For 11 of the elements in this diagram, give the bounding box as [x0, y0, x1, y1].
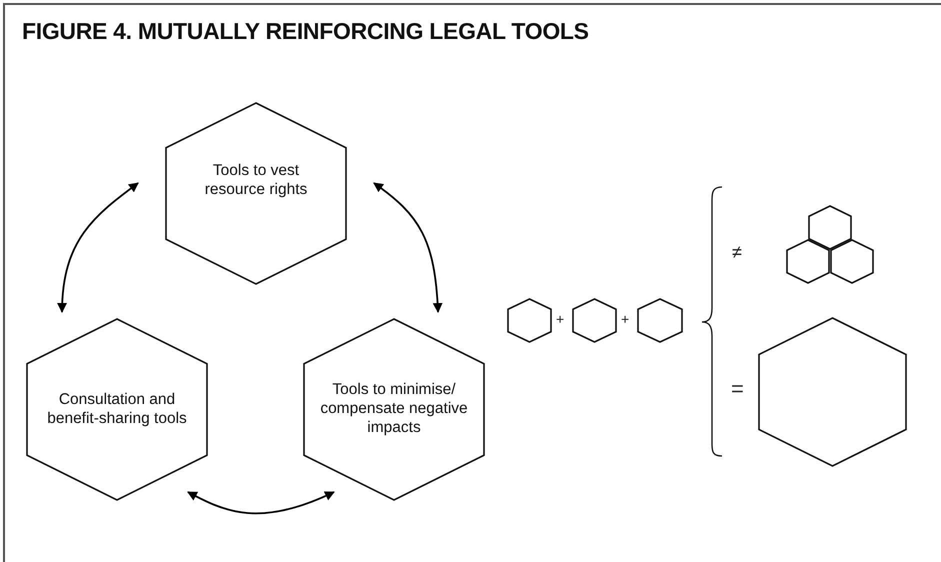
equals-sign: = [731, 378, 744, 400]
node-label: Consultation and benefit-sharing tools [46, 390, 188, 428]
node-label: Tools to vest resource rights [204, 162, 308, 200]
plus-sign: + [621, 312, 630, 326]
double-headed-arrow [57, 182, 139, 313]
double-headed-arrow [187, 491, 335, 514]
figure-title: FIGURE 4. MUTUALLY REINFORCING LEGAL TOOLS [22, 18, 589, 45]
double-headed-arrow [373, 182, 442, 313]
not-equal-sign: ≠ [732, 243, 742, 261]
plus-sign: + [556, 312, 564, 326]
node-label: Tools to minimise/ compensate negative impacts [319, 381, 469, 438]
